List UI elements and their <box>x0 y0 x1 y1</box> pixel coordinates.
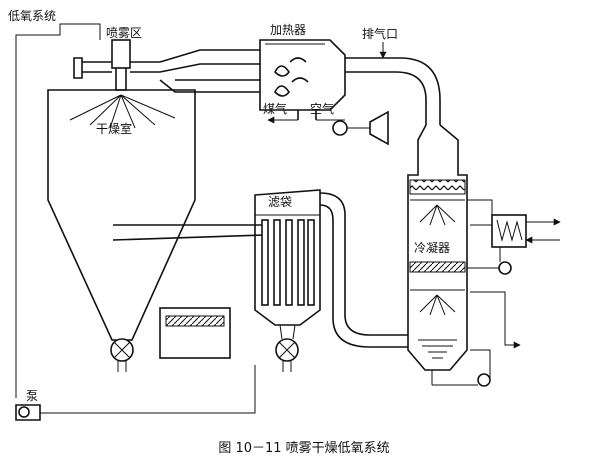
control-panel <box>159 307 231 359</box>
cooling-circuit <box>432 199 561 387</box>
label-exhaust-port: 排气口 <box>362 26 398 41</box>
label-low-oxygen-system: 低氧系统 <box>8 9 56 23</box>
label-air: 空气 <box>310 101 334 116</box>
label-drying-chamber: 干燥室 <box>96 121 132 136</box>
atomizer <box>69 39 176 129</box>
condenser-tower <box>407 124 468 385</box>
hot-gas-duct <box>159 49 260 93</box>
drying-chamber <box>47 89 266 372</box>
low-oxygen-loop-line <box>15 23 256 414</box>
label-condenser: 冷凝器 <box>414 240 450 255</box>
pump <box>15 404 41 421</box>
label-pump: 泵 <box>26 389 38 403</box>
figure-caption: 图 10－11 喷雾干燥低氧系统 <box>218 441 389 456</box>
filter-bag-unit <box>254 189 321 372</box>
exhaust-duct <box>345 42 441 125</box>
label-spray-zone: 喷雾区 <box>106 26 142 40</box>
label-filter-bag: 滤袋 <box>268 195 292 209</box>
heater <box>259 39 346 120</box>
label-coal-gas: 煤气 <box>263 101 287 116</box>
filter-to-condenser-duct <box>319 192 408 348</box>
label-heater: 加热器 <box>270 23 306 37</box>
fuel-air-inlets <box>267 110 389 146</box>
